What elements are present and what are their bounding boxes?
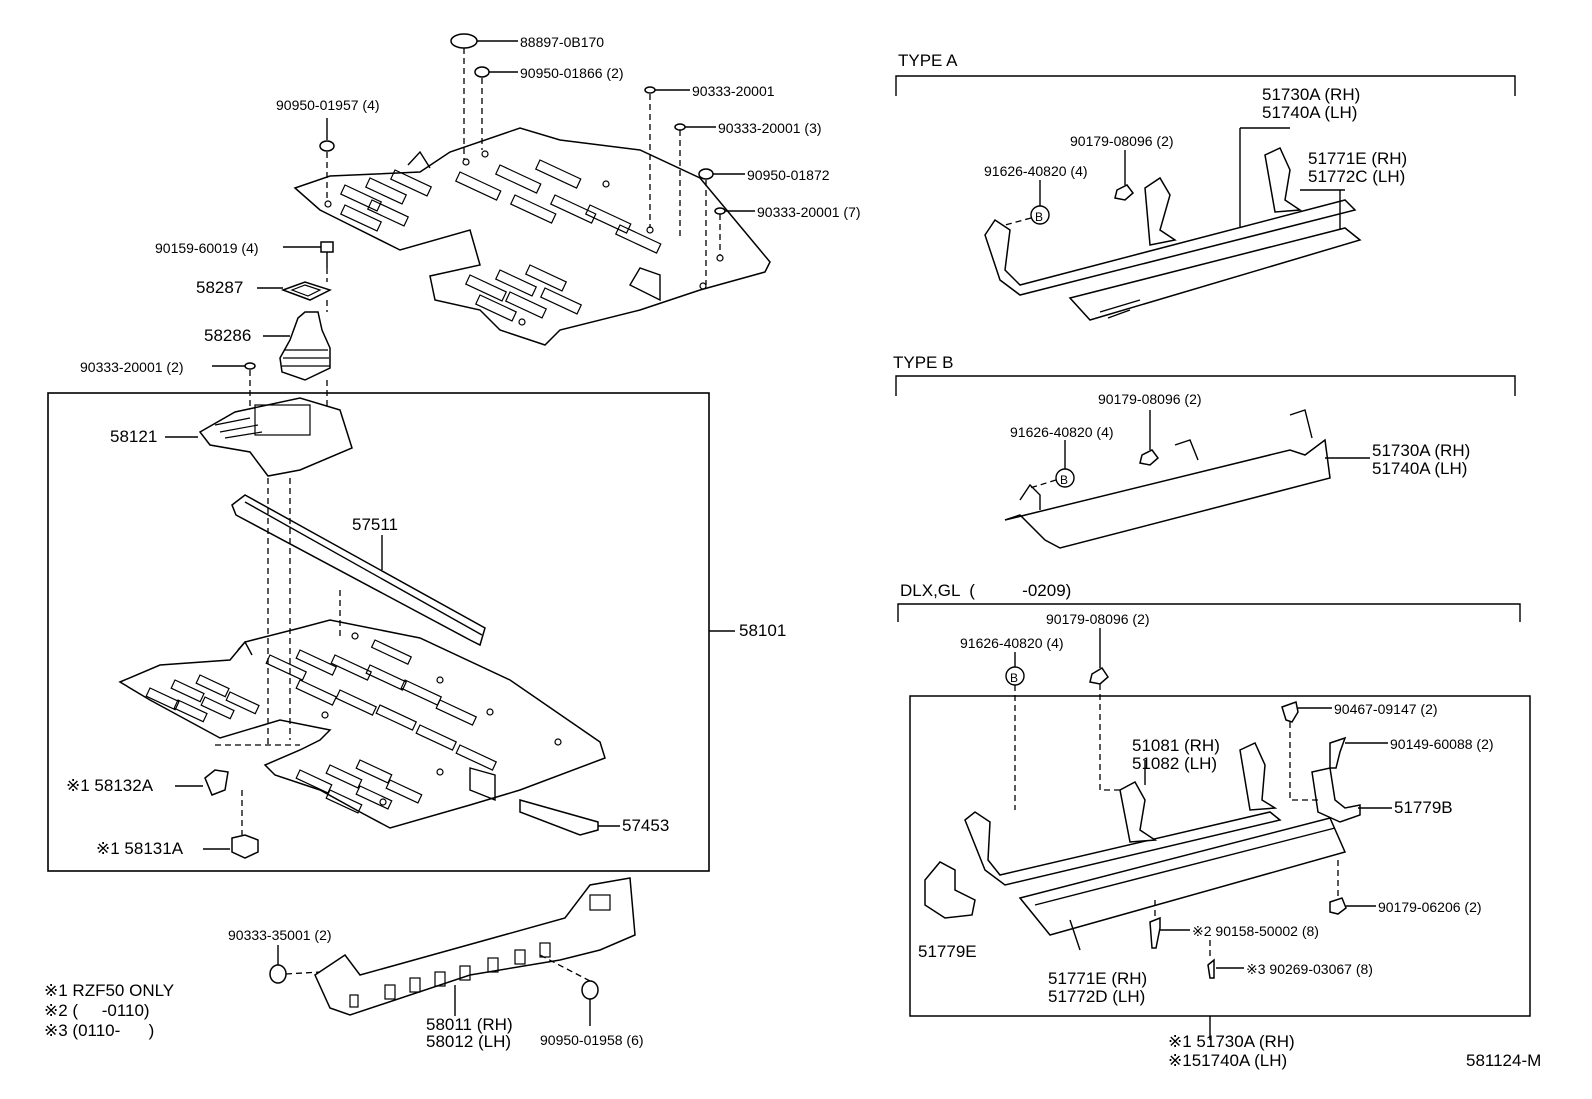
dlx-gl-title: DLX,GL ( -0209) xyxy=(900,581,1072,600)
label-plug-90333-35001: 90333-35001 (2) xyxy=(228,927,332,943)
label-dlx-bracket-e: 51779E xyxy=(918,942,977,961)
label-plug-88897: 88897-0B170 xyxy=(520,34,605,50)
label-type-b-nut: 90179-08096 (2) xyxy=(1098,391,1202,407)
label-type-a-nut: 90179-08096 (2) xyxy=(1070,133,1174,149)
label-dlx-nut: 90179-08096 (2) xyxy=(1046,611,1150,627)
label-plug-90333-c: 90333-20001 (7) xyxy=(757,204,861,220)
label-dlx-step-lh: ※151740A (LH) xyxy=(1168,1051,1288,1070)
label-dlx-plate-rh: 51771E (RH) xyxy=(1048,969,1148,988)
type-b-title: TYPE B xyxy=(893,353,954,372)
dlx-gl-group xyxy=(897,603,1531,1040)
side-panel-58011 xyxy=(269,877,636,1026)
label-type-a-bolt: 91626-40820 (4) xyxy=(984,163,1088,179)
label-clip-90950-01872: 90950-01872 xyxy=(747,167,830,183)
top-fasteners xyxy=(319,33,755,285)
cover-58121 xyxy=(165,397,353,477)
label-type-b-step-rh: 51730A (RH) xyxy=(1372,441,1471,460)
label-dlx-bolt: 91626-40820 (4) xyxy=(960,635,1064,651)
dlx-b-mark: B xyxy=(1010,671,1019,685)
label-clip-90950-01866: 90950-01866 (2) xyxy=(520,65,624,81)
label-side-panel-lh: 58012 (LH) xyxy=(426,1032,512,1051)
assembly-box-58101 xyxy=(47,392,710,872)
note-1: ※1 RZF50 ONLY xyxy=(44,981,175,1000)
label-clip-90950-01958: 90950-01958 (6) xyxy=(540,1032,644,1048)
label-dlx-plate-lh: 51772D (LH) xyxy=(1048,987,1146,1006)
label-reinforcement-57511: 57511 xyxy=(352,515,399,534)
label-dlx-screw-b: ※2 90158-50002 (8) xyxy=(1192,923,1319,939)
label-dlx-nut-b: 90179-06206 (2) xyxy=(1378,899,1482,915)
label-clip-90950-01957: 90950-01957 (4) xyxy=(276,97,380,113)
note-2: ※2 ( -0110) xyxy=(44,1001,150,1020)
label-retainer-58287: 58287 xyxy=(196,278,244,297)
label-plug-90333-b: 90333-20001 (3) xyxy=(718,120,822,136)
upper-floor-pan xyxy=(293,127,771,346)
label-type-b-step-lh: 51740A (LH) xyxy=(1372,459,1468,478)
type-a-title: TYPE A xyxy=(898,51,958,70)
label-dlx-rivet: ※3 90269-03067 (8) xyxy=(1246,961,1373,977)
label-bracket-58131A: ※1 58131A xyxy=(96,839,184,858)
label-dlx-clip: 90467-09147 (2) xyxy=(1334,701,1438,717)
type-b-b-mark: B xyxy=(1060,473,1069,487)
label-dlx-bracket-lh: 51082 (LH) xyxy=(1132,754,1218,773)
label-cover-58121: 58121 xyxy=(110,427,158,446)
brackets-58132A-58131A xyxy=(175,769,259,859)
label-type-a-plate-rh: 51771E (RH) xyxy=(1308,149,1408,168)
label-dlx-step-rh: ※1 51730A (RH) xyxy=(1168,1032,1295,1051)
type-a-b-mark: B xyxy=(1035,210,1044,224)
note-3: ※3 (0110- ) xyxy=(44,1021,155,1040)
member-57453 xyxy=(519,799,620,836)
label-bracket-58132A: ※1 58132A xyxy=(66,776,154,795)
label-dlx-bracket-b: 51779B xyxy=(1394,798,1453,817)
diagram-id: 581124-M xyxy=(1466,1051,1542,1070)
label-boot-58286: 58286 xyxy=(204,326,252,345)
type-a-group xyxy=(895,75,1516,321)
label-side-panel-rh: 58011 (RH) xyxy=(426,1015,513,1034)
lower-floor-pan xyxy=(118,619,606,829)
label-assembly-58101: 58101 xyxy=(739,621,787,640)
type-b-group xyxy=(895,375,1516,549)
label-plug-90333-a: 90333-20001 xyxy=(692,83,775,99)
label-dlx-screw: 90149-60088 (2) xyxy=(1390,736,1494,752)
label-type-a-step-lh: 51740A (LH) xyxy=(1262,103,1358,122)
label-type-b-bolt: 91626-40820 (4) xyxy=(1010,424,1114,440)
label-type-a-step-rh: 51730A (RH) xyxy=(1262,85,1361,104)
label-member-57453: 57453 xyxy=(622,816,670,835)
label-type-a-plate-lh: 51772C (LH) xyxy=(1308,167,1406,186)
label-dlx-bracket-rh: 51081 (RH) xyxy=(1132,736,1220,755)
reinforcement-57511 xyxy=(231,494,486,647)
label-plug-90333-d: 90333-20001 (2) xyxy=(80,359,184,375)
label-bolt-90159: 90159-60019 (4) xyxy=(155,240,259,256)
shift-boot-group xyxy=(212,241,334,420)
